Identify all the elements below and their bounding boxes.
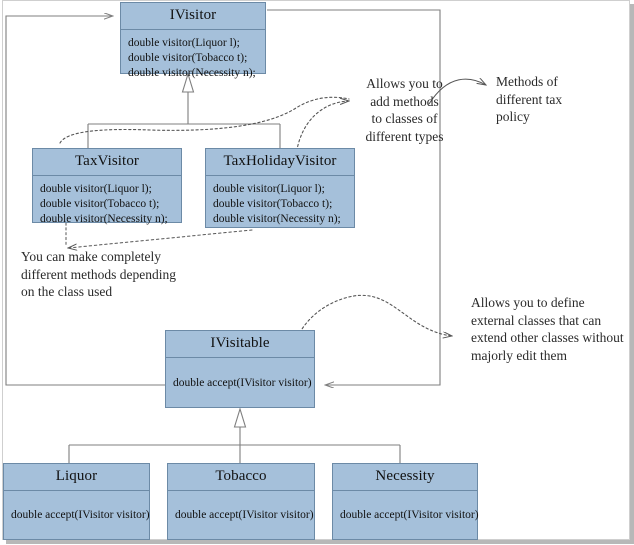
- class-box-taxvisitor[interactable]: TaxVisitor double visitor(Liquor l); dou…: [32, 148, 182, 225]
- method-item: double visitor(Necessity n);: [213, 212, 341, 225]
- note-line: Allows you to define: [471, 295, 585, 310]
- note-line: Allows you to: [366, 76, 443, 91]
- class-box-ivisitable[interactable]: IVisitable double accept(IVisitor visito…: [165, 330, 315, 408]
- class-name-ivisitor: IVisitor: [121, 3, 265, 30]
- class-box-liquor[interactable]: Liquor double accept(IVisitor visitor): [3, 463, 150, 540]
- note-line: Methods of: [496, 74, 558, 89]
- method-item: double accept(IVisitor visitor): [173, 376, 312, 389]
- note-line: external classes that can: [471, 312, 602, 328]
- method-item: double visitor(Liquor l);: [213, 182, 325, 195]
- generalization-visitor: [87, 92, 281, 148]
- method-item: double accept(IVisitor visitor): [11, 509, 150, 522]
- class-methods-ivisitable: double accept(IVisitor visitor): [166, 358, 314, 408]
- class-methods-taxvisitor: double visitor(Liquor l); double visitor…: [33, 176, 181, 232]
- class-box-tobacco[interactable]: Tobacco double accept(IVisitor visitor): [167, 463, 315, 540]
- note-line: majorly edit them: [471, 347, 567, 363]
- class-name-ivisitable: IVisitable: [166, 331, 314, 358]
- method-item: double visitor(Liquor l);: [128, 36, 240, 49]
- note-line: different tax: [496, 91, 563, 107]
- class-methods-tobacco: double accept(IVisitor visitor): [168, 491, 314, 540]
- note-external-classes: Allows you to define external classes th…: [471, 294, 634, 364]
- class-box-ivisitor[interactable]: IVisitor double visitor(Liquor l); doubl…: [120, 2, 266, 79]
- class-name-liquor: Liquor: [4, 464, 149, 491]
- page-shadow-right: [630, 4, 634, 544]
- inheritance-triangle-ivisitable: [233, 407, 247, 428]
- class-methods-taxholidayvisitor: double visitor(Liquor l); double visitor…: [206, 176, 354, 232]
- method-item: double accept(IVisitor visitor): [175, 509, 314, 522]
- class-methods-liquor: double accept(IVisitor visitor): [4, 491, 150, 540]
- method-item: double visitor(Tobacco t);: [213, 197, 333, 210]
- note-line: extend other classes without: [471, 330, 624, 346]
- class-box-taxholidayvisitor[interactable]: TaxHolidayVisitor double visitor(Liquor …: [205, 148, 355, 228]
- class-name-taxholidayvisitor: TaxHolidayVisitor: [206, 149, 354, 176]
- method-item: double visitor(Necessity n);: [128, 66, 256, 79]
- class-methods-necessity: double accept(IVisitor visitor): [333, 491, 479, 540]
- note-different-methods: You can make completely different method…: [21, 248, 261, 301]
- note-line: policy: [496, 109, 530, 125]
- method-item: double visitor(Tobacco t);: [40, 197, 160, 210]
- note-line: different types: [365, 128, 444, 144]
- class-methods-ivisitor: double visitor(Liquor l); double visitor…: [121, 30, 265, 86]
- method-item: double accept(IVisitor visitor): [340, 509, 479, 522]
- note-line: add methods: [370, 93, 439, 109]
- note-line: on the class used: [21, 284, 113, 300]
- method-item: double visitor(Tobacco t);: [128, 51, 248, 64]
- note-tax-policy: Methods of different tax policy: [496, 73, 606, 126]
- method-item: double visitor(Necessity n);: [40, 212, 168, 225]
- note-line: You can make completely: [21, 249, 161, 264]
- note-add-methods: Allows you to add methods to classes of …: [357, 75, 452, 145]
- method-item: double visitor(Liquor l);: [40, 182, 152, 195]
- leader-different-methods: [68, 229, 253, 248]
- class-name-taxvisitor: TaxVisitor: [33, 149, 181, 176]
- class-name-tobacco: Tobacco: [168, 464, 314, 491]
- note-line: different methods depending: [21, 266, 176, 282]
- note-line: to classes of: [371, 111, 438, 127]
- page-shadow-bottom: [6, 540, 634, 544]
- class-name-necessity: Necessity: [333, 464, 477, 491]
- generalization-visitable: [68, 427, 401, 463]
- class-box-necessity[interactable]: Necessity double accept(IVisitor visitor…: [332, 463, 479, 540]
- leader-taxvisitor-to-add-methods: [59, 96, 350, 144]
